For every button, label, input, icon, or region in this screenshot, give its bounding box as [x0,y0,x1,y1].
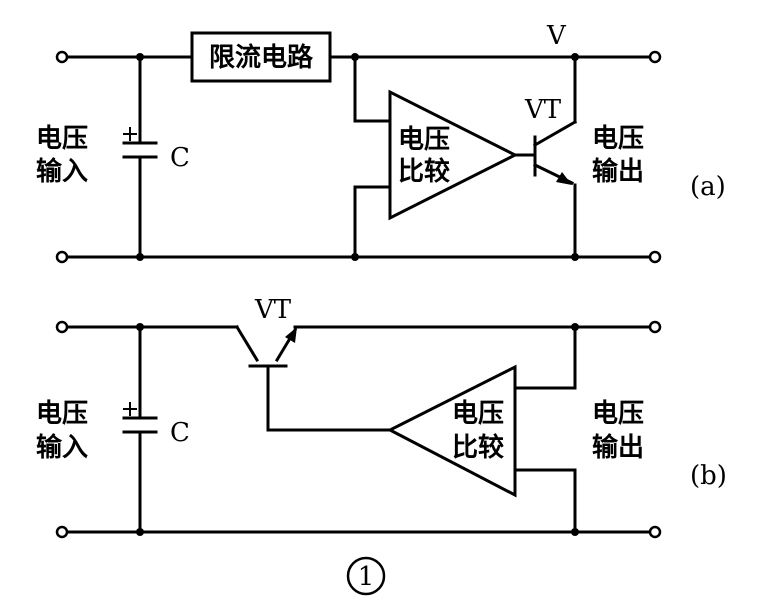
a-input-terminal-bottom [55,250,69,264]
b-input-terminal-top [55,320,69,334]
b-comparator-triangle [386,364,517,498]
a-capacitor-label: C [170,143,190,173]
a-figure-label: (a) [690,172,726,202]
a-comparator-line2: 比较 [398,156,450,187]
b-input-label-line1: 电压 [36,399,88,429]
a-supply-label: V [546,21,567,51]
a-comparator-triangle [388,89,519,221]
a-output-terminal-bottom [648,250,662,264]
a-junction-dot [571,53,579,61]
a-junction-dot [136,53,144,61]
b-junction-dot [136,323,144,331]
b-junction-dot [571,323,579,331]
b-figure-label: (b) [690,461,727,491]
b-capacitor [122,325,158,534]
b-input-terminal-bottom [55,525,69,539]
a-output-label-line2: 输出 [592,156,644,187]
b-output-terminal-top [648,320,662,334]
circuit-a: 限流电路 C 电压 比较 VT V [36,21,726,264]
circuit-b: C VT 电压 比较 电压 输入 电压 [36,295,727,539]
a-junction-dot [351,253,359,261]
a-input-terminal-top [55,50,69,64]
b-transistor [234,324,392,432]
figure-number-badge: 1 [346,556,386,596]
a-input-label-line2: 输入 [36,156,88,187]
b-comparator-line2: 比较 [452,432,504,463]
a-current-limiter-label: 限流电路 [209,42,314,73]
a-comparator-line1: 电压 [398,125,450,155]
a-current-limiter-box [190,31,332,83]
b-junction-dot [136,528,144,536]
a-junction-dot [571,253,579,261]
a-output-terminal-top [648,50,662,64]
b-capacitor-label: C [170,418,190,448]
figure-number: 1 [358,562,375,592]
a-transistor-label: VT [524,95,562,125]
b-output-label-line1: 电压 [592,399,644,429]
a-output-label-line1: 电压 [592,124,644,154]
a-capacitor [122,55,158,259]
a-transistor [513,55,578,259]
b-input-label-line2: 输入 [36,432,88,463]
b-junction-dot [571,528,579,536]
a-junction-dot [351,53,359,61]
a-junction-dot [136,253,144,261]
a-input-label-line1: 电压 [36,124,88,154]
b-output-label-line2: 输出 [592,432,644,463]
b-output-terminal-bottom [648,525,662,539]
b-comparator-line1: 电压 [452,399,504,429]
b-transistor-label: VT [254,295,292,325]
